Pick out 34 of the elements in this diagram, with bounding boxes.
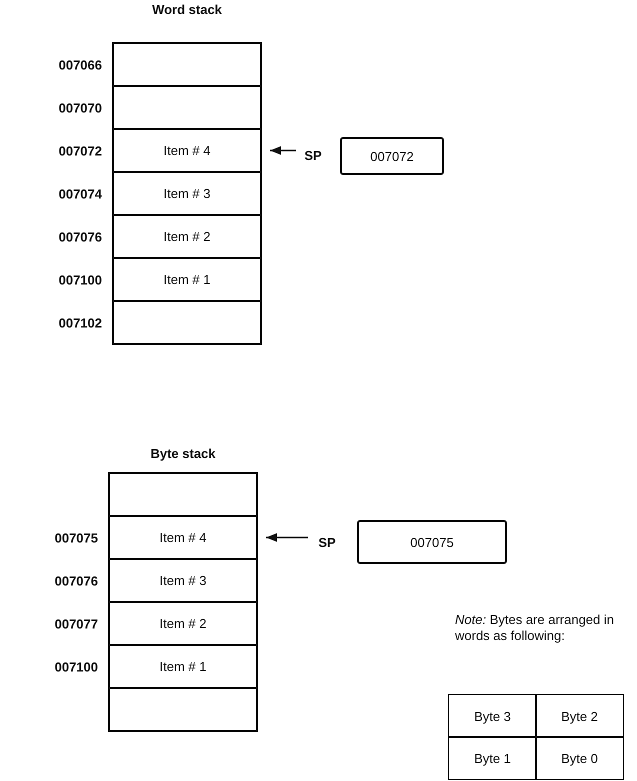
pointer-arrow — [270, 146, 296, 155]
pointer-arrow — [266, 533, 308, 542]
register-box: 007075 — [357, 520, 507, 564]
address-label: 007070 — [58, 100, 102, 115]
item-label: Item # 2 — [164, 229, 210, 244]
address-label: 007102 — [58, 315, 102, 330]
address-label: 007100 — [54, 659, 98, 674]
pointer-label: SP — [304, 148, 322, 162]
table-cell: Byte 0 — [535, 736, 624, 780]
note-text: Note: Bytes are arranged in words as following: — [455, 612, 615, 646]
item-label: Item # 4 — [160, 530, 206, 545]
stack-cell — [108, 687, 258, 732]
address-label: 007072 — [58, 143, 102, 158]
address-label: 007076 — [54, 573, 98, 588]
item-label: Item # 3 — [160, 573, 206, 588]
item-label: Item # 1 — [164, 272, 210, 287]
address-label: 007076 — [58, 229, 102, 244]
address-label: 007077 — [54, 616, 98, 631]
address-label: 007066 — [58, 57, 102, 72]
table-cell: Byte 1 — [448, 736, 537, 780]
stack-cell — [108, 472, 258, 517]
item-label: Item # 4 — [164, 143, 210, 158]
stack-title: Byte stack — [149, 446, 217, 461]
address-label: 007074 — [58, 186, 102, 201]
table-cell: Byte 2 — [535, 694, 624, 738]
address-label: 007075 — [54, 530, 98, 545]
stack-title: Word stack — [151, 2, 223, 17]
item-label: Item # 1 — [160, 659, 206, 674]
item-label: Item # 3 — [164, 186, 210, 201]
table-cell: Byte 3 — [448, 694, 537, 738]
address-label: 007100 — [58, 272, 102, 287]
pointer-label: SP — [318, 534, 336, 550]
register-box: 007072 — [340, 137, 444, 175]
item-label: Item # 2 — [160, 616, 206, 631]
